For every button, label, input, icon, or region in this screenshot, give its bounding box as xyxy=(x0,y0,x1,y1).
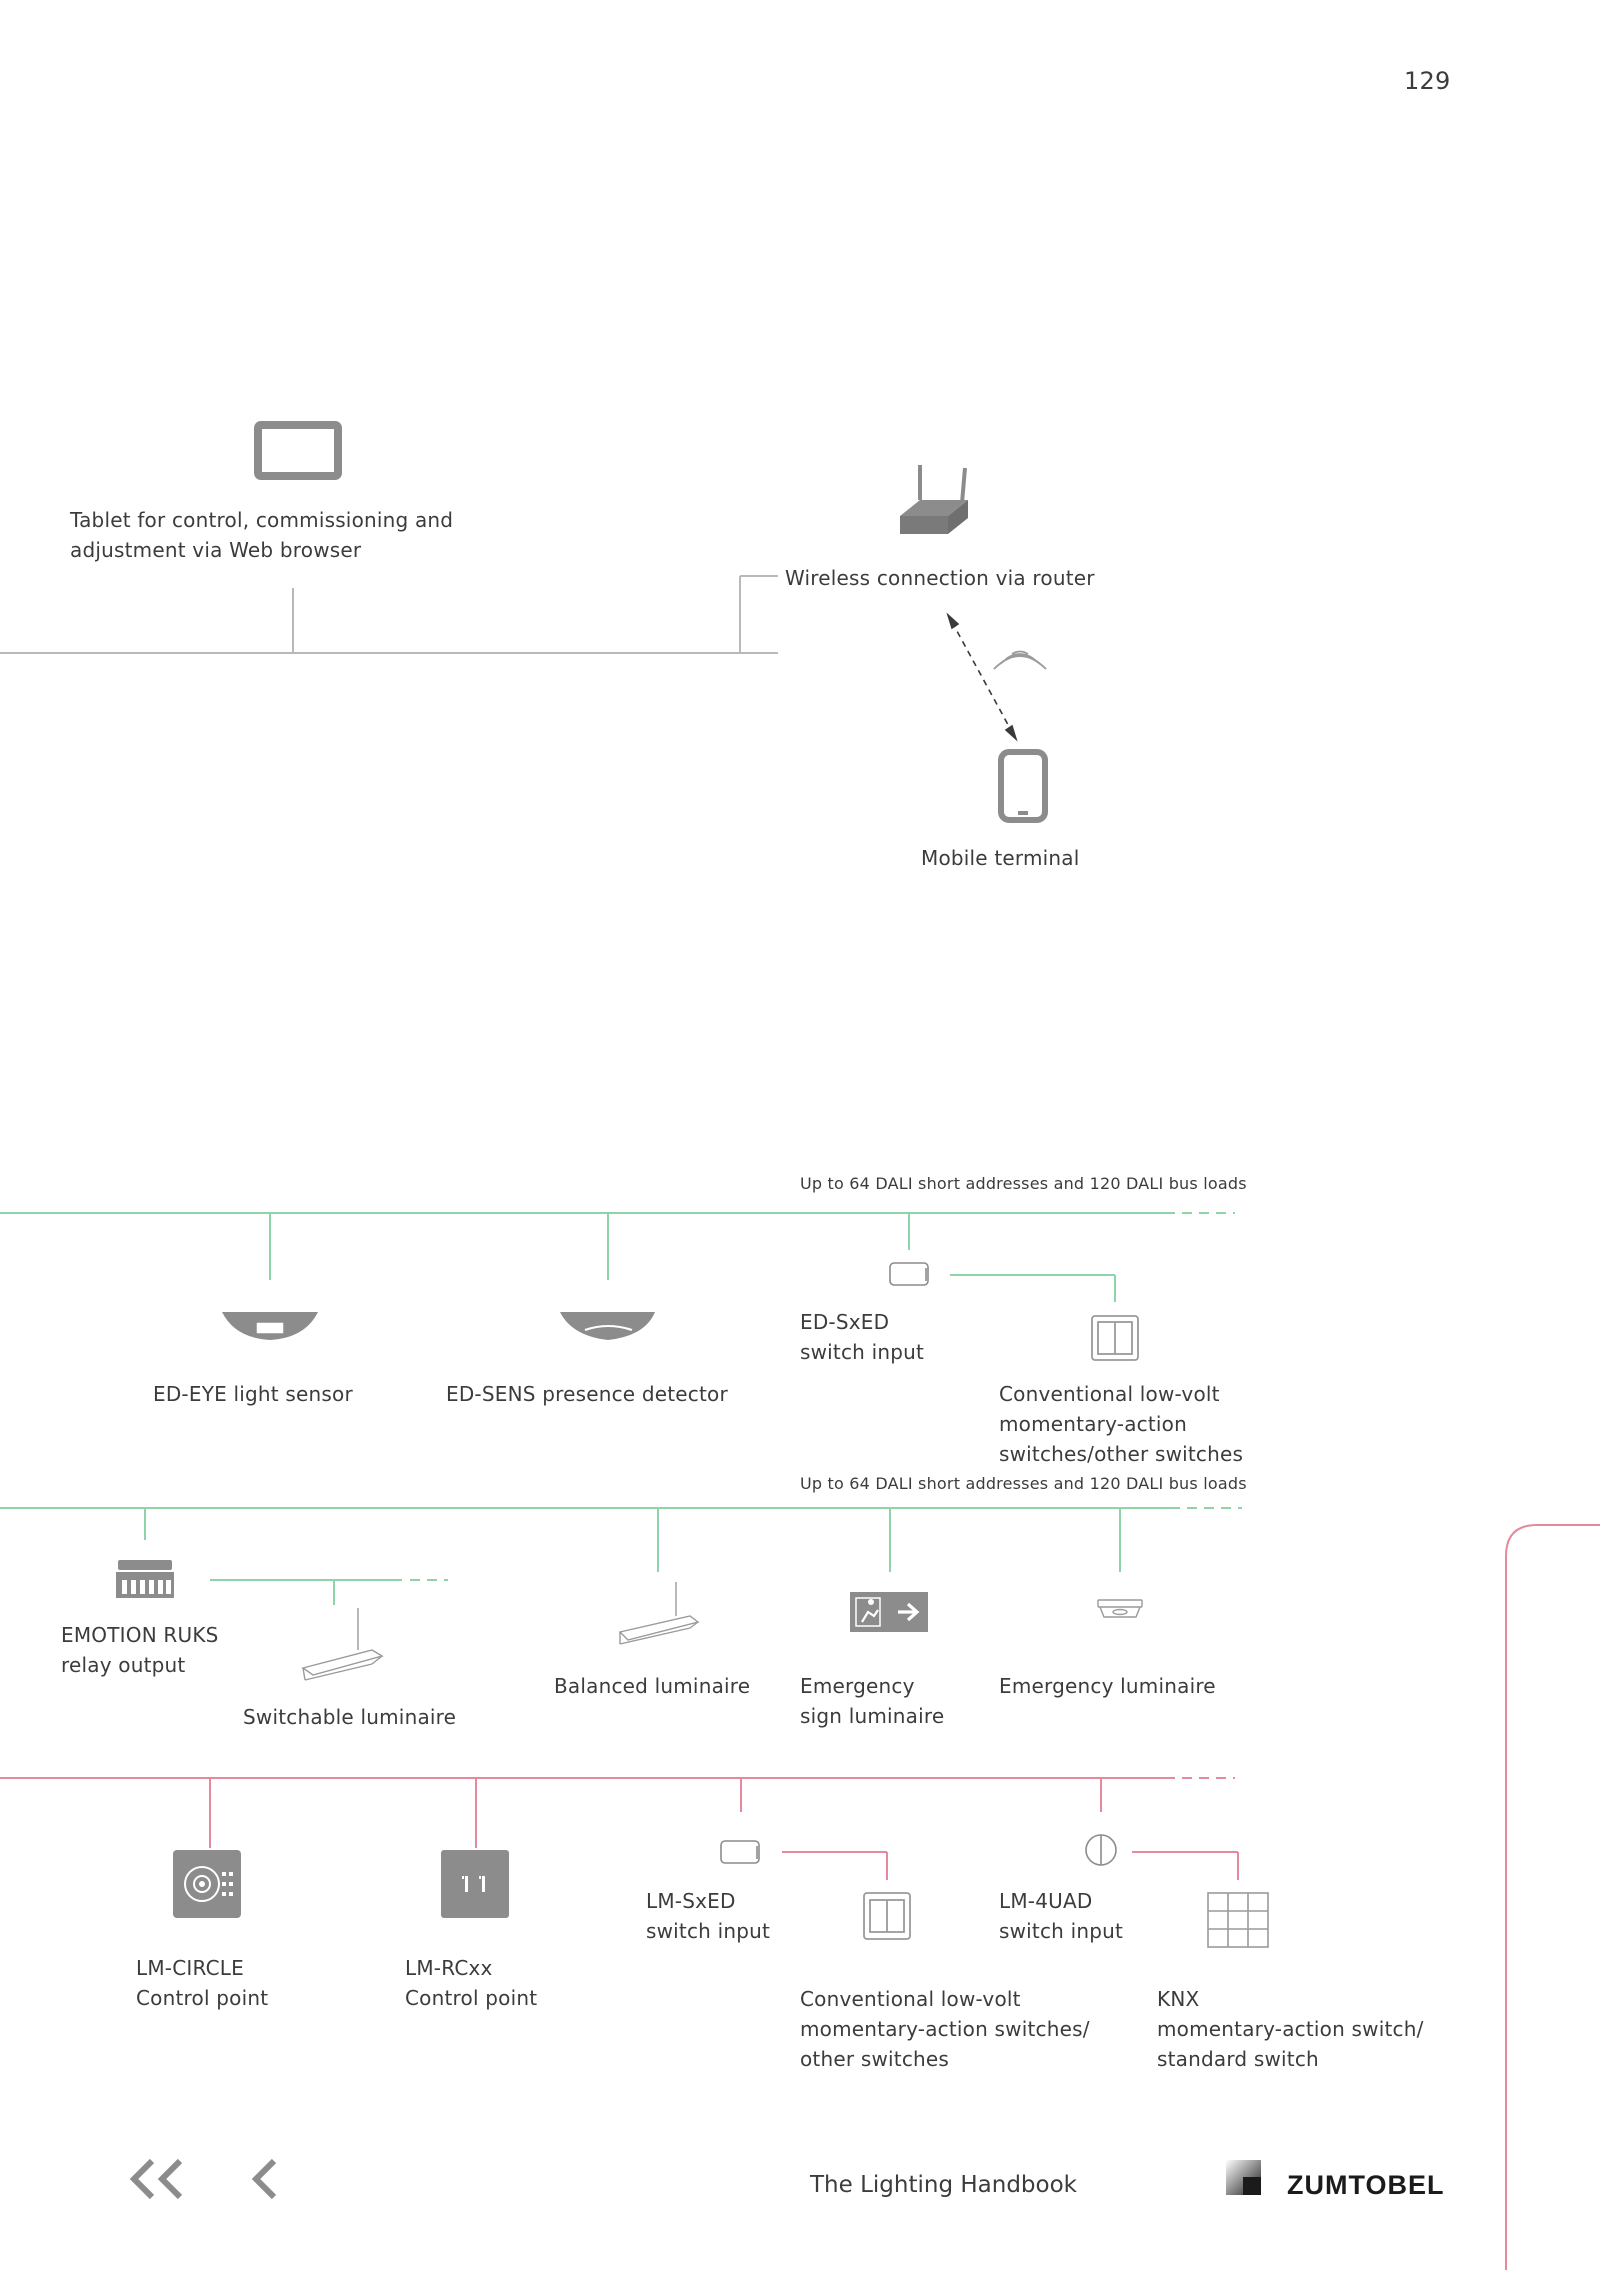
lm-circle-label: LM-CIRCLE Control point xyxy=(136,1953,268,2013)
lm-sxed-label: LM-SxED switch input xyxy=(646,1886,770,1946)
ed-sens-detector-icon xyxy=(560,1312,655,1340)
tablet-icon xyxy=(254,421,342,480)
balanced-luminaire-icon xyxy=(618,1582,700,1645)
conv-switches-label-line-2: momentary-action switches/ xyxy=(800,2017,1090,2041)
first-page-button[interactable] xyxy=(126,2157,188,2201)
balanced-luminaire-label: Balanced luminaire xyxy=(554,1674,751,1698)
footer-title: The Lighting Handbook xyxy=(810,2172,1077,2198)
lm-sxed-module-icon xyxy=(720,1840,760,1864)
bus1-capacity-note: Up to 64 DALI short addresses and 120 DA… xyxy=(800,1174,1247,1193)
ed-sxed-label: ED-SxED switch input xyxy=(800,1307,924,1367)
lm-circle-label-line-1: LM-CIRCLE xyxy=(136,1956,244,1980)
lm-circle-label-line-2: Control point xyxy=(136,1986,269,2010)
bus2-capacity-note: Up to 64 DALI short addresses and 120 DA… xyxy=(800,1474,1247,1493)
lm-4uad-label-line-1: LM-4UAD xyxy=(999,1889,1093,1913)
switchable-luminaire-icon xyxy=(301,1608,384,1681)
smartphone-icon xyxy=(998,749,1048,823)
lm-rcxx-control-point-icon xyxy=(441,1850,509,1918)
network-lines xyxy=(0,575,778,654)
dali-bus-1 xyxy=(0,1212,1235,1302)
chevron-left-icon xyxy=(251,2158,277,2200)
conventional-switch-icon-2 xyxy=(863,1892,911,1940)
lm-sxed-label-line-1: LM-SxED xyxy=(646,1889,736,1913)
lm-rcxx-label-line-1: LM-RCxx xyxy=(405,1956,493,1980)
conventional-switches-label-line-3: switches/other switches xyxy=(999,1442,1244,1466)
page-number: 129 xyxy=(1404,67,1451,95)
knx-label: KNX momentary-action switch/ standard sw… xyxy=(1157,1984,1424,2074)
ruks-label: EMOTION RUKS relay output xyxy=(61,1620,219,1680)
lm-rcxx-label: LM-RCxx Control point xyxy=(405,1953,537,2013)
conv-switches-label: Conventional low-volt momentary-action s… xyxy=(800,1984,1090,2074)
brand-name: ZUMTOBEL xyxy=(1287,2170,1445,2200)
knx-label-line-3: standard switch xyxy=(1157,2047,1319,2071)
conventional-switches-label: Conventional low-volt momentary-action s… xyxy=(999,1379,1243,1469)
ed-eye-sensor-icon xyxy=(222,1312,318,1340)
router-icon xyxy=(900,465,968,534)
lm-bus xyxy=(0,1524,1600,2270)
wifi-icon xyxy=(993,650,1047,670)
lm-sxed-label-line-2: switch input xyxy=(646,1919,771,1943)
dali-bus-2 xyxy=(0,1507,1242,1605)
ruks-label-line-2: relay output xyxy=(61,1653,186,1677)
router-label: Wireless connection via router xyxy=(785,566,1095,590)
conventional-switches-label-line-1: Conventional low-volt xyxy=(999,1382,1220,1406)
emergency-exit-sign-icon xyxy=(850,1592,928,1632)
ed-sxed-module-icon xyxy=(889,1262,929,1286)
emergency-luminaire-label: Emergency luminaire xyxy=(999,1674,1216,1698)
ed-sxed-label-line-2: switch input xyxy=(800,1340,925,1364)
lm-circle-control-point-icon xyxy=(173,1850,241,1918)
emergency-luminaire-icon xyxy=(1097,1599,1143,1618)
lm-4uad-label-line-2: switch input xyxy=(999,1919,1124,1943)
previous-page-button[interactable] xyxy=(248,2157,282,2201)
conv-switches-label-line-1: Conventional low-volt xyxy=(800,1987,1021,2011)
ed-sens-label: ED-SENS presence detector xyxy=(446,1382,728,1406)
zumtobel-logo-mark xyxy=(1226,2160,1261,2195)
conventional-switch-icon xyxy=(1091,1315,1139,1361)
wireless-link-arrow xyxy=(946,612,1018,742)
knx-switch-icon xyxy=(1207,1892,1269,1948)
double-chevron-left-icon xyxy=(129,2158,183,2200)
lm-4uad-module-icon xyxy=(1085,1834,1117,1866)
emergency-sign-label: Emergency sign luminaire xyxy=(800,1671,944,1731)
lm-4uad-label: LM-4UAD switch input xyxy=(999,1886,1123,1946)
conventional-switches-label-line-2: momentary-action xyxy=(999,1412,1187,1436)
tablet-label: Tablet for control, commissioning and ad… xyxy=(70,505,453,565)
ed-eye-label: ED-EYE light sensor xyxy=(153,1382,353,1406)
conv-switches-label-line-3: other switches xyxy=(800,2047,950,2071)
ed-sxed-label-line-1: ED-SxED xyxy=(800,1310,890,1334)
switchable-luminaire-label: Switchable luminaire xyxy=(243,1705,457,1729)
knx-label-line-1: KNX xyxy=(1157,1987,1200,2011)
mobile-terminal-label: Mobile terminal xyxy=(921,846,1080,870)
emergency-sign-label-line-1: Emergency xyxy=(800,1674,915,1698)
knx-label-line-2: momentary-action switch/ xyxy=(1157,2017,1424,2041)
ruks-label-line-1: EMOTION RUKS xyxy=(61,1623,219,1647)
ruks-relay-icon xyxy=(116,1560,174,1598)
emergency-sign-label-line-2: sign luminaire xyxy=(800,1704,945,1728)
tablet-label-line-1: Tablet for control, commissioning and xyxy=(70,508,454,532)
tablet-label-line-2: adjustment via Web browser xyxy=(70,538,362,562)
lm-rcxx-label-line-2: Control point xyxy=(405,1986,538,2010)
